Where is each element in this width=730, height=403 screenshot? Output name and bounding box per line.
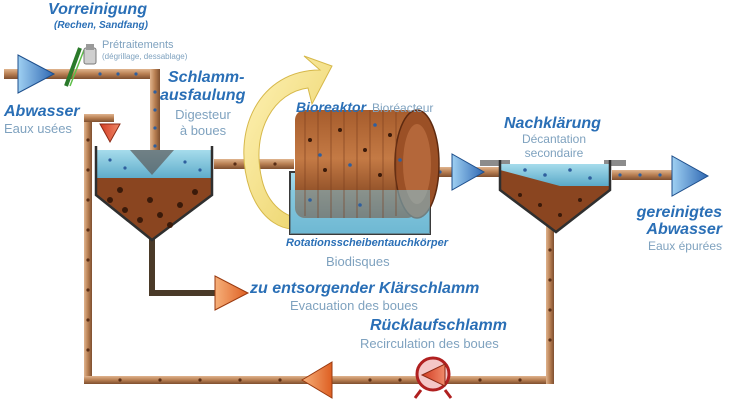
secondary-clarifier bbox=[498, 160, 612, 234]
return-sludge-arrow-icon bbox=[301, 361, 333, 399]
label-digesteur-1: Digesteur bbox=[175, 107, 231, 122]
return-inlet-arrow-icon bbox=[99, 123, 121, 144]
screen-icon bbox=[64, 44, 97, 87]
label-ruecklauf: Rücklaufschlamm bbox=[370, 317, 507, 334]
sludge-disposal-pipe bbox=[149, 238, 220, 296]
label-bioreaktor: Bioreaktor bbox=[296, 99, 367, 115]
outlet-pipe bbox=[604, 160, 690, 180]
label-bioreacteur: Bioréacteur bbox=[372, 101, 434, 115]
label-eaux-epurees: Eaux épurées bbox=[647, 239, 722, 253]
label-eaux-usees: Eaux usées bbox=[4, 121, 72, 136]
label-decantation-1: Décantation bbox=[521, 132, 587, 146]
digester-tank bbox=[94, 146, 214, 242]
label-pretraitements: Prétraitements bbox=[102, 39, 174, 51]
label-rotationsscheiben: Rotationsscheibentauchkörper bbox=[286, 237, 448, 249]
label-evacuation: Evacuation des boues bbox=[290, 298, 418, 313]
inlet-arrow-icon bbox=[17, 54, 56, 94]
label-recirculation: Recirculation des boues bbox=[360, 336, 499, 351]
inlet-pipe bbox=[4, 69, 160, 164]
label-klaerschlamm: zu entsorgender Klärschlamm bbox=[250, 280, 480, 297]
outlet-arrow-icon bbox=[671, 155, 710, 197]
label-gereinigtes: gereinigtes bbox=[636, 204, 722, 221]
label-biodisques: Biodisques bbox=[326, 254, 390, 269]
label-abwasser-out: Abwasser bbox=[646, 221, 722, 238]
bioreactor bbox=[289, 109, 440, 235]
label-vorreinigung-sub: (Rechen, Sandfang) bbox=[54, 20, 148, 31]
label-abwasser-in: Abwasser bbox=[4, 103, 80, 120]
clarifier-inlet-arrow-icon bbox=[451, 153, 486, 191]
label-decantation-2: secondaire bbox=[524, 146, 584, 160]
label-nachklaerung: Nachklärung bbox=[504, 115, 601, 132]
label-pretraitements-sub: (dégrillage, dessablage) bbox=[102, 52, 188, 61]
label-vorreinigung: Vorreinigung bbox=[48, 1, 147, 18]
label-digesteur-2: à boues bbox=[179, 123, 227, 138]
label-schlamm-2: ausfaulung bbox=[160, 87, 246, 104]
sludge-disposal-arrow-icon bbox=[214, 275, 250, 311]
pump-icon bbox=[413, 356, 453, 399]
label-schlamm-1: Schlamm- bbox=[168, 69, 245, 86]
